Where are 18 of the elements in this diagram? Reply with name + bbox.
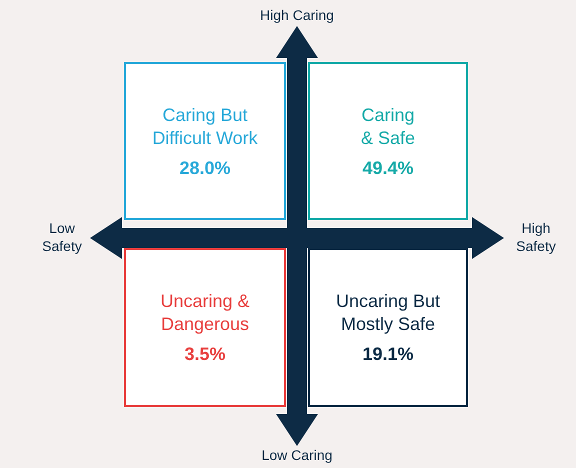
quadrant-title: Uncaring But Mostly Safe [334,290,442,336]
percentage-value: 28.0% [179,158,231,178]
quadrant-title: Caring But Difficult Work [151,104,259,150]
axis-label: High Caring [252,6,342,24]
axis-label: Low Safety [34,219,90,255]
axis-label: Low Caring [252,446,342,464]
block-arrow [276,26,318,446]
percentage-value: 19.1% [362,344,414,365]
quadrant-box [124,62,286,220]
quadrant-title: Caring & Safe [360,104,416,150]
percentage-value: 3.5% [184,344,226,365]
block-arrow [90,217,504,259]
quadrant-box [124,248,286,407]
percentage-value: 49.4% [362,158,414,178]
quadrant-box [308,62,468,220]
axis-label: High Safety [505,219,567,255]
quadrant-box [308,248,468,407]
quadrant-title: Uncaring & Dangerous [159,290,251,336]
